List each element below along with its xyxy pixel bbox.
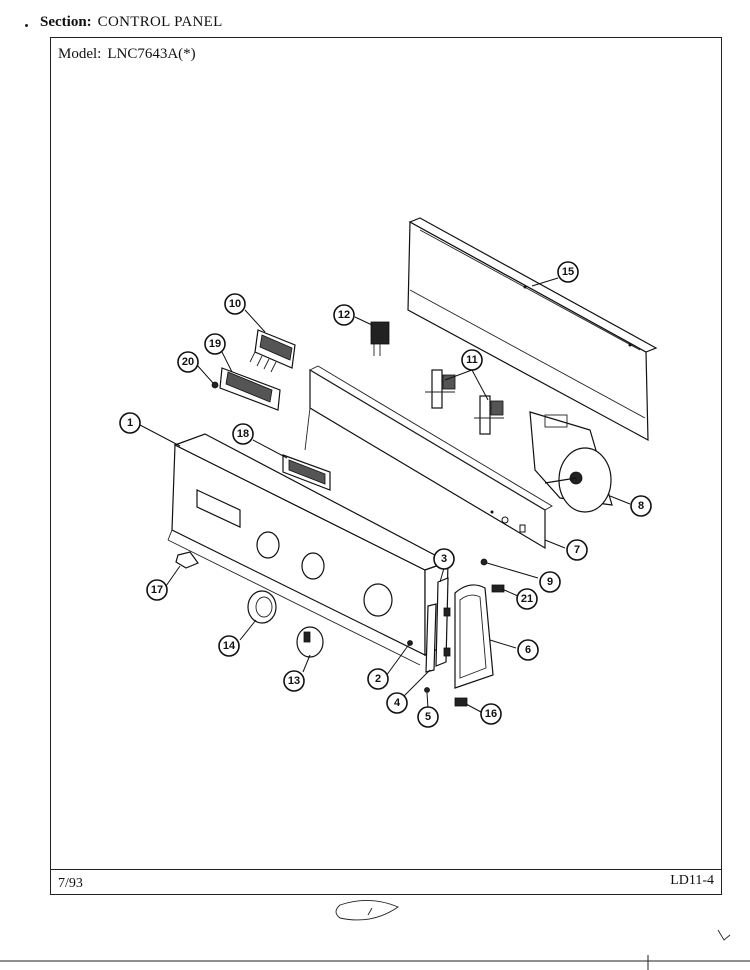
- svg-text:17: 17: [151, 584, 163, 596]
- svg-text:18: 18: [237, 428, 249, 440]
- part-16-clip: [454, 697, 468, 707]
- svg-text:3: 3: [441, 553, 447, 565]
- scan-artifacts: [0, 900, 750, 970]
- svg-text:21: 21: [521, 593, 533, 605]
- callout-2: 2: [367, 668, 389, 690]
- callout-9: 9: [539, 571, 561, 593]
- part-14-knob: [247, 590, 277, 624]
- callout-13: 13: [283, 670, 305, 692]
- callout-5: 5: [417, 706, 439, 728]
- svg-text:14: 14: [223, 640, 236, 652]
- callout-14: 14: [218, 635, 240, 657]
- callout-4: 4: [386, 692, 408, 714]
- part-19-bracket: [219, 367, 281, 411]
- callout-12: 12: [333, 304, 355, 326]
- part-13-knob: [296, 626, 324, 658]
- svg-text:8: 8: [638, 500, 644, 512]
- svg-text:4: 4: [394, 697, 401, 709]
- model-label: Model:: [58, 46, 102, 62]
- svg-text:19: 19: [209, 338, 221, 350]
- callout-6: 6: [517, 639, 539, 661]
- part-10-switch: [249, 329, 296, 373]
- callout-3: 3: [433, 548, 455, 570]
- callout-20: 20: [177, 351, 199, 373]
- svg-text:6: 6: [525, 644, 531, 656]
- callout-11: 11: [461, 349, 483, 371]
- part-11-brackets: [425, 369, 504, 435]
- callout-15: 15: [557, 261, 579, 283]
- part-12-switch: [370, 321, 390, 356]
- part-21-clip: [491, 584, 505, 593]
- section-label: Section:: [40, 14, 92, 30]
- callout-16: 16: [480, 703, 502, 725]
- part-15-rear-panel: [407, 217, 658, 442]
- part-9-screw: [480, 558, 488, 566]
- svg-text:9: 9: [547, 576, 553, 588]
- section-value: CONTROL PANEL: [97, 14, 223, 30]
- svg-text:7: 7: [574, 544, 580, 556]
- part-8-timer: [529, 411, 613, 513]
- svg-text:12: 12: [338, 309, 350, 321]
- callout-1: 1: [119, 412, 141, 434]
- footer-page-code: LD11-4: [670, 873, 714, 888]
- callout-19: 19: [204, 333, 226, 355]
- part-7-panel-frame: [304, 365, 553, 550]
- model-header: Model: LNC7643A(*): [58, 46, 196, 63]
- svg-text:13: 13: [288, 675, 300, 687]
- svg-text:5: 5: [425, 711, 431, 723]
- callout-18: 18: [232, 423, 254, 445]
- svg-text:16: 16: [485, 708, 497, 720]
- section-header: Section: CONTROL PANEL: [40, 14, 223, 31]
- svg-text:2: 2: [375, 673, 381, 685]
- callout-10: 10: [224, 293, 246, 315]
- diagram-frame: [50, 37, 722, 895]
- svg-text:1: 1: [127, 417, 133, 429]
- footer-date: 7/93: [58, 876, 83, 891]
- callout-17: 17: [146, 579, 168, 601]
- part-3-4-trim: [425, 577, 449, 673]
- callout-7: 7: [566, 539, 588, 561]
- model-value: LNC7643A(*): [107, 46, 196, 62]
- footer-rule: [50, 869, 722, 870]
- svg-text:11: 11: [466, 354, 478, 366]
- stray-dot: [25, 24, 28, 27]
- part-20-screw: [211, 381, 219, 389]
- callout-21: 21: [516, 588, 538, 610]
- part-6-end-cap: [443, 584, 494, 689]
- svg-text:10: 10: [229, 298, 241, 310]
- leader-lines: [139, 277, 631, 713]
- part-5-screw: [424, 687, 430, 693]
- part-17-knob: [175, 551, 199, 569]
- svg-text:15: 15: [562, 266, 574, 278]
- svg-text:20: 20: [182, 356, 194, 368]
- part-18-bezel: [282, 454, 331, 491]
- callout-8: 8: [630, 495, 652, 517]
